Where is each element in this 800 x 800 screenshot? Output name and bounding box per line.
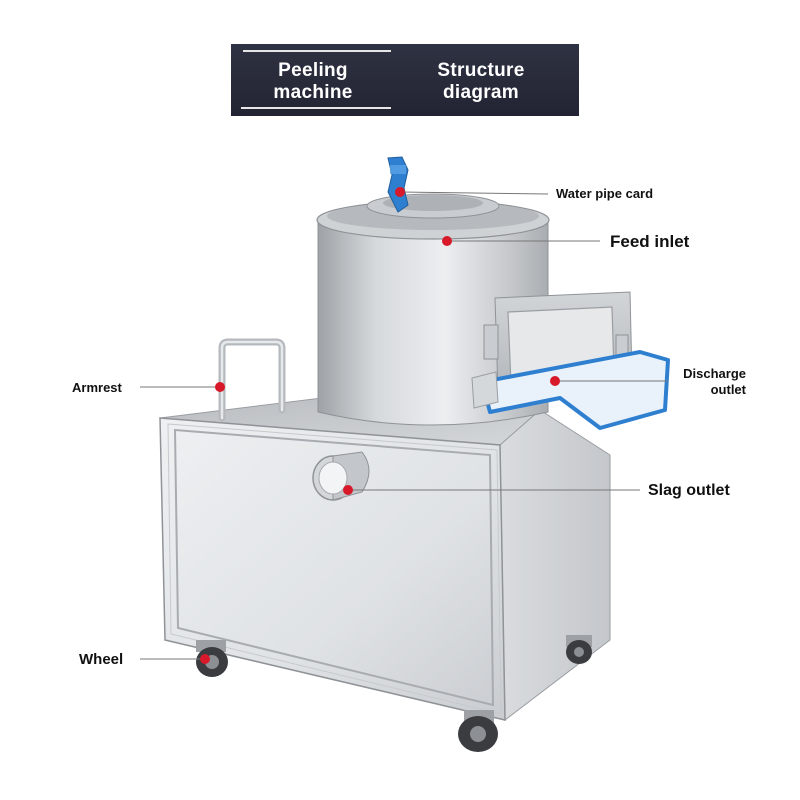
marker-discharge-outlet [550,376,560,386]
label-discharge-outlet: Discharge outlet [672,366,746,398]
wheel-front-right [458,710,498,752]
label-discharge-outlet-line1: Discharge [683,366,746,381]
label-water-pipe-card: Water pipe card [556,186,654,201]
banner-right-title: Structure diagram [421,60,541,104]
discharge-tray [480,350,670,430]
marker-wheel [200,654,210,664]
cabinet-front-panel [173,428,495,707]
leader-water-pipe-card [399,191,549,195]
marker-slag-outlet [343,485,353,495]
label-feed-inlet: Feed inlet [610,232,690,251]
banner-top-rule [243,50,391,52]
marker-water-pipe-card [395,187,405,197]
marker-armrest [215,382,225,392]
banner-bottom-rule [241,107,391,109]
label-armrest: Armrest [72,380,122,395]
marker-feed-inlet [442,236,452,246]
cabinet-side [499,409,611,721]
label-discharge-outlet-line2: outlet [710,382,746,397]
banner-right-line1: Structure [437,60,525,81]
title-banner: Peeling machine Structure diagram [231,44,579,116]
banner-left-line1: Peeling [278,60,348,81]
banner-left-line2: machine [273,82,353,103]
banner-left-title: Peeling machine [253,60,373,104]
wheel-back-right [566,635,592,664]
banner-right-line2: diagram [442,82,519,103]
label-slag-outlet: Slag outlet [648,482,730,499]
label-wheel: Wheel [79,651,124,668]
